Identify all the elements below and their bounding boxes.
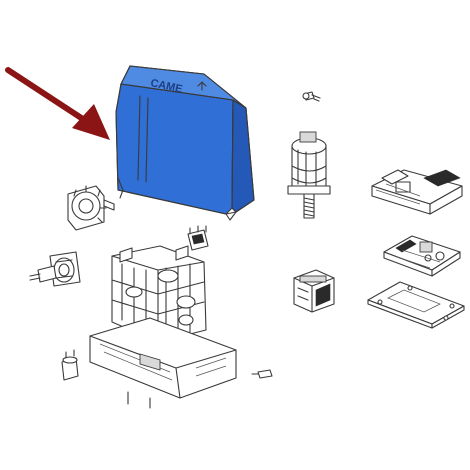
base-plate-part[interactable] [367, 281, 465, 329]
control-board-part[interactable] [371, 169, 463, 215]
release-handle-part[interactable] [29, 251, 81, 287]
gear-part[interactable] [67, 185, 115, 231]
motor-part[interactable] [287, 131, 331, 219]
connector-part[interactable] [187, 225, 209, 251]
small-screw-part[interactable] [302, 91, 321, 102]
transformer-part[interactable] [293, 269, 335, 313]
cover-part[interactable]: CAME [115, 65, 255, 221]
brand-logo-icon [197, 81, 207, 91]
capacitor-part[interactable] [61, 349, 79, 381]
small-pin-part[interactable] [251, 369, 273, 379]
gearbox-housing-part[interactable] [111, 245, 207, 343]
base-tray-part[interactable] [89, 317, 237, 409]
pointer-arrow [5, 67, 110, 140]
circuit-board-part[interactable] [383, 235, 461, 277]
